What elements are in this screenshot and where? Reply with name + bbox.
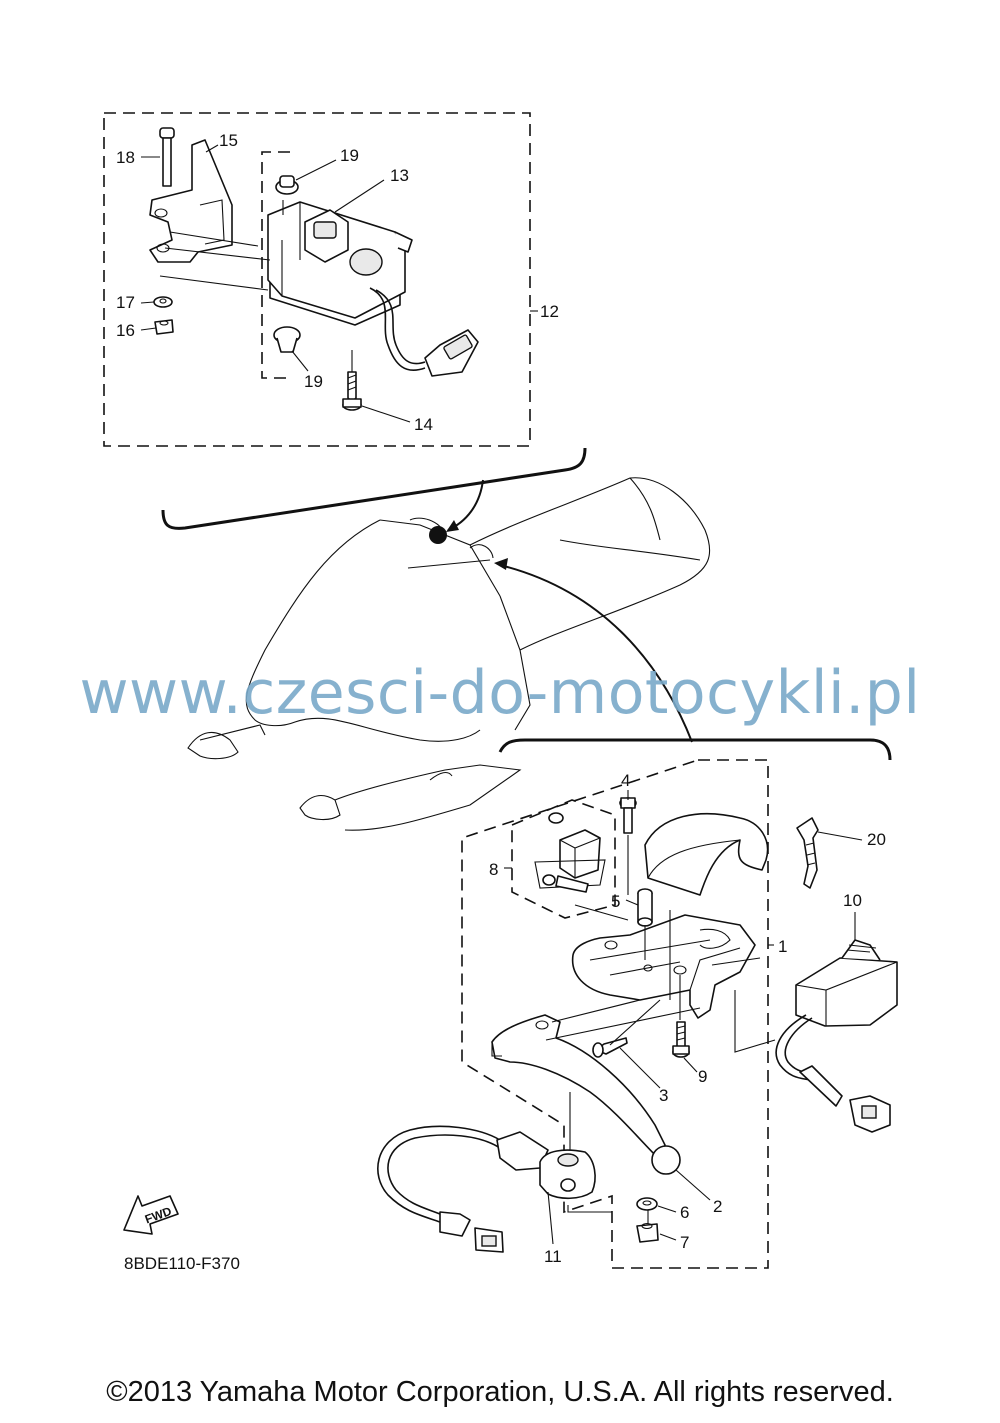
callout-1: 1	[778, 937, 787, 956]
callout-9: 9	[698, 1067, 707, 1086]
callout-17: 17	[116, 293, 135, 312]
callout-18: 18	[116, 148, 135, 167]
arrow-head-top	[446, 520, 459, 532]
drawing-code: 8BDE110-F370	[124, 1254, 240, 1273]
screw-3	[592, 1037, 628, 1058]
callout-8: 8	[489, 860, 498, 879]
mount-point-marker	[429, 526, 447, 544]
leaders-top	[140, 144, 538, 423]
grommet-19-bottom	[273, 326, 301, 353]
assembly-lines-bottom	[545, 835, 776, 1224]
callout-3: 3	[659, 1086, 668, 1105]
group-1-brace	[498, 738, 892, 761]
callout-10: 10	[843, 891, 862, 910]
bolt-9	[672, 1021, 690, 1058]
callout-7: 7	[680, 1233, 689, 1252]
bracket-15	[149, 139, 233, 263]
fwd-arrow-icon: FWD	[123, 1195, 179, 1235]
arrow-to-hood	[499, 564, 693, 743]
callout-16: 16	[116, 321, 135, 340]
switch-11	[377, 1125, 596, 1253]
screw-14	[342, 371, 362, 411]
brake-lever-2	[491, 1014, 681, 1175]
nut-16	[154, 319, 174, 335]
washer-17	[153, 296, 173, 308]
callout-11: 11	[544, 1247, 562, 1266]
collar-5	[637, 888, 653, 927]
callout-4: 4	[621, 771, 630, 790]
callout-6: 6	[680, 1203, 689, 1222]
washer-6	[636, 1197, 658, 1211]
cable-tie-20	[796, 817, 819, 889]
callout-2: 2	[713, 1197, 722, 1216]
unit-13-wire	[369, 287, 479, 377]
group-1-box	[461, 759, 769, 1269]
callout-19-top: 19	[340, 146, 359, 165]
arrow-head-bottom	[494, 558, 508, 570]
callout-5: 5	[611, 892, 620, 911]
callout-12: 12	[540, 302, 559, 321]
bolt-4	[619, 797, 637, 834]
group-12-inner-bracket	[261, 151, 290, 379]
callout-20: 20	[867, 830, 886, 849]
group-8-box	[511, 799, 616, 919]
group-12-brace	[161, 447, 587, 530]
callout-15: 15	[219, 131, 238, 150]
watermark: www.czesci-do-motocykli.pl	[79, 658, 921, 728]
callout-19-bottom: 19	[304, 372, 323, 391]
bracket-8	[534, 812, 606, 893]
relay-10	[775, 939, 898, 1133]
snowmobile-hood	[187, 477, 711, 831]
grip-cover	[644, 812, 769, 896]
assembly-lines-top	[159, 200, 353, 372]
group-12-box	[103, 112, 531, 447]
grommet-19-top	[275, 175, 299, 195]
bolt-18	[159, 127, 175, 187]
callout-13: 13	[390, 166, 409, 185]
lever-housing	[571, 914, 756, 1019]
leaders-bottom	[504, 790, 863, 1245]
nut-7	[636, 1222, 659, 1243]
callout-14: 14	[414, 415, 433, 434]
copyright-notice: ©2013 Yamaha Motor Corporation, U.S.A. A…	[106, 1376, 894, 1408]
